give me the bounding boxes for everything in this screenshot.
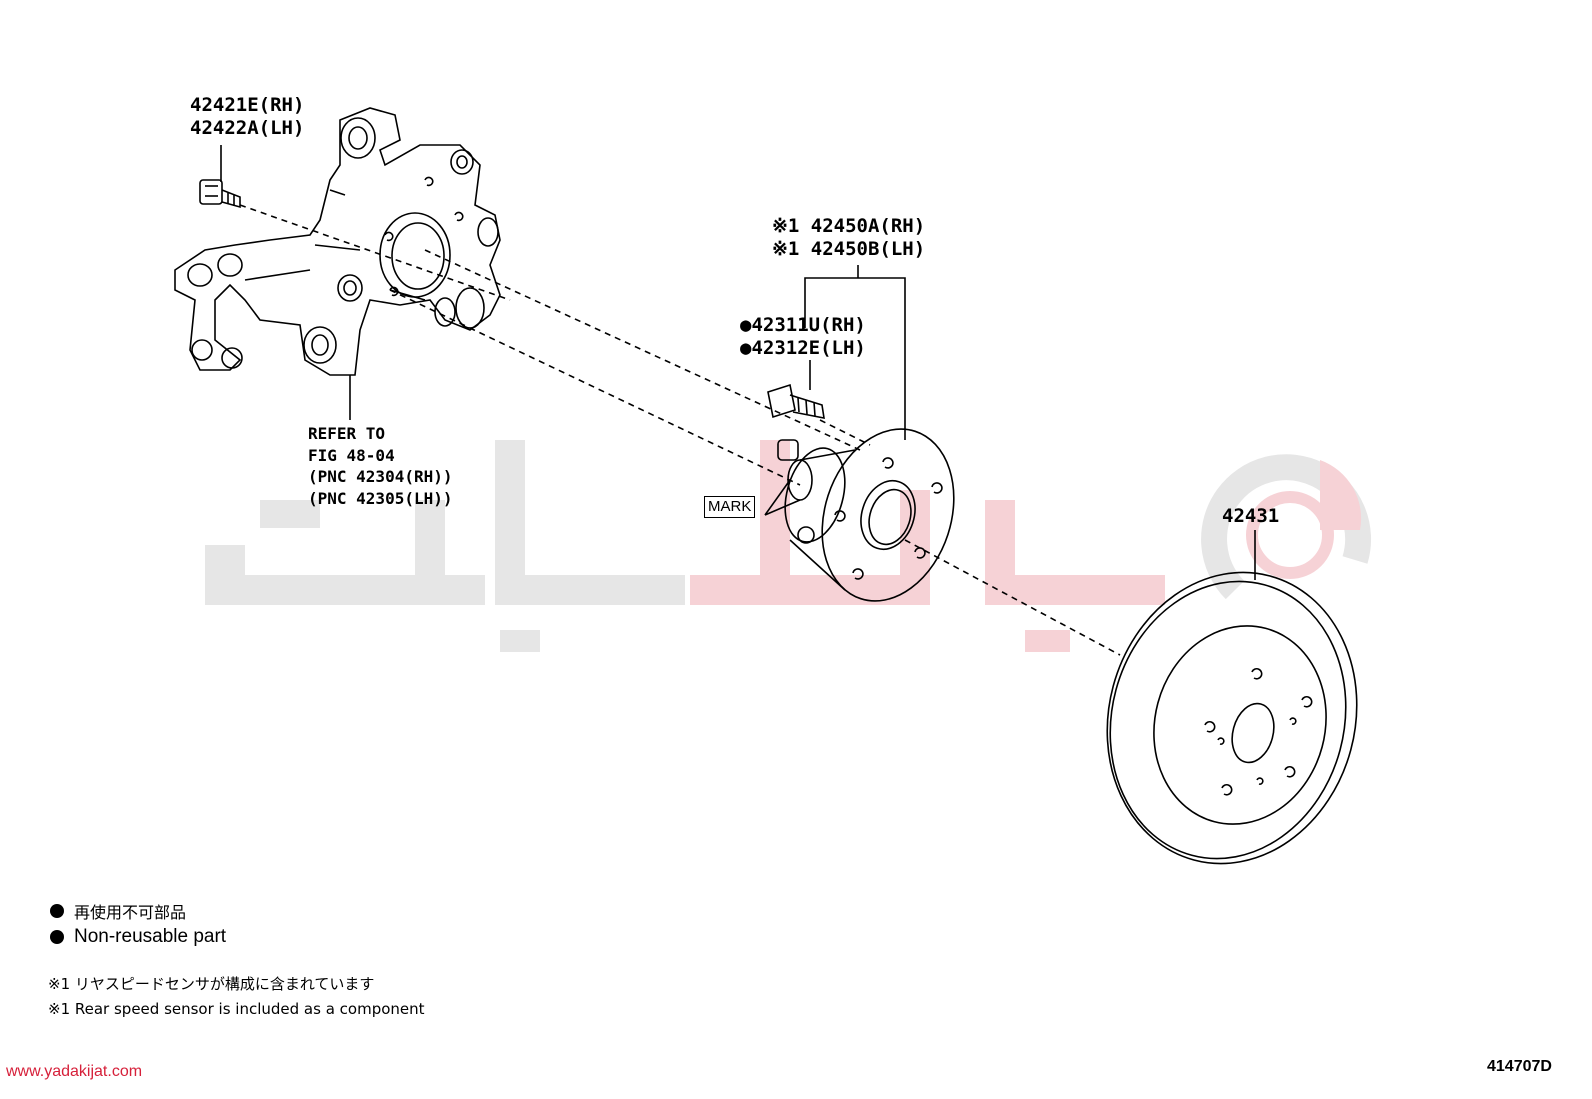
note-jp: ※1 リヤスピードセンサが構成に含まれています bbox=[48, 975, 375, 993]
legend-jp-text: 再使用不可部品 bbox=[74, 903, 187, 922]
refer-line-3: (PNC 42304(RH)) bbox=[308, 467, 453, 486]
mark-label: MARK bbox=[704, 496, 756, 518]
axis-line-lower bbox=[389, 289, 801, 486]
knuckle-bolt bbox=[199, 179, 241, 209]
brake-disc-rotor bbox=[1106, 571, 1358, 865]
website-link[interactable]: www.yadakijat.com bbox=[6, 1063, 143, 1080]
part-label-bolt-lh: 42422A(LH) bbox=[190, 117, 305, 139]
axis-line-upper bbox=[424, 249, 861, 451]
axis-line-stud bbox=[819, 419, 871, 446]
legend: 再使用不可部品 Non-reusable part bbox=[50, 898, 226, 950]
part-label-hub-rh: ※1 42450A(RH) bbox=[772, 215, 926, 237]
axis-line-bolt bbox=[239, 204, 511, 301]
legend-row-en: Non-reusable part bbox=[50, 924, 226, 950]
axis-line-disc bbox=[904, 539, 1121, 656]
part-label-bolt-rh: 42421E(RH) bbox=[190, 94, 305, 116]
hub-bearing-assembly bbox=[777, 428, 955, 602]
part-label-stud-rh: ●42311U(RH) bbox=[740, 314, 866, 336]
figure-code: 414707D bbox=[1487, 1058, 1552, 1075]
part-label-hub-lh: ※1 42450B(LH) bbox=[772, 238, 926, 260]
note-en: ※1 Rear speed sensor is included as a co… bbox=[48, 1000, 425, 1018]
refer-line-2: FIG 48-04 bbox=[308, 445, 395, 465]
part-label-stud-lh: ●42312E(LH) bbox=[740, 337, 866, 359]
refer-line-4: (PNC 42305(LH)) bbox=[308, 488, 453, 508]
hub-bolt-stud bbox=[767, 383, 825, 420]
part-label-disc: 42431 bbox=[1222, 505, 1280, 527]
legend-row-jp: 再使用不可部品 bbox=[50, 898, 226, 924]
legend-en-text: Non-reusable part bbox=[74, 926, 227, 947]
refer-text: REFER TO FIG 48-04 (PNC 42304(RH)) (PNC … bbox=[308, 423, 453, 509]
watermark-logo bbox=[205, 440, 1372, 652]
steering-knuckle bbox=[174, 107, 501, 376]
bullet-icon bbox=[50, 930, 64, 944]
bullet-icon bbox=[50, 904, 64, 918]
refer-line-1: REFER TO bbox=[308, 424, 386, 443]
